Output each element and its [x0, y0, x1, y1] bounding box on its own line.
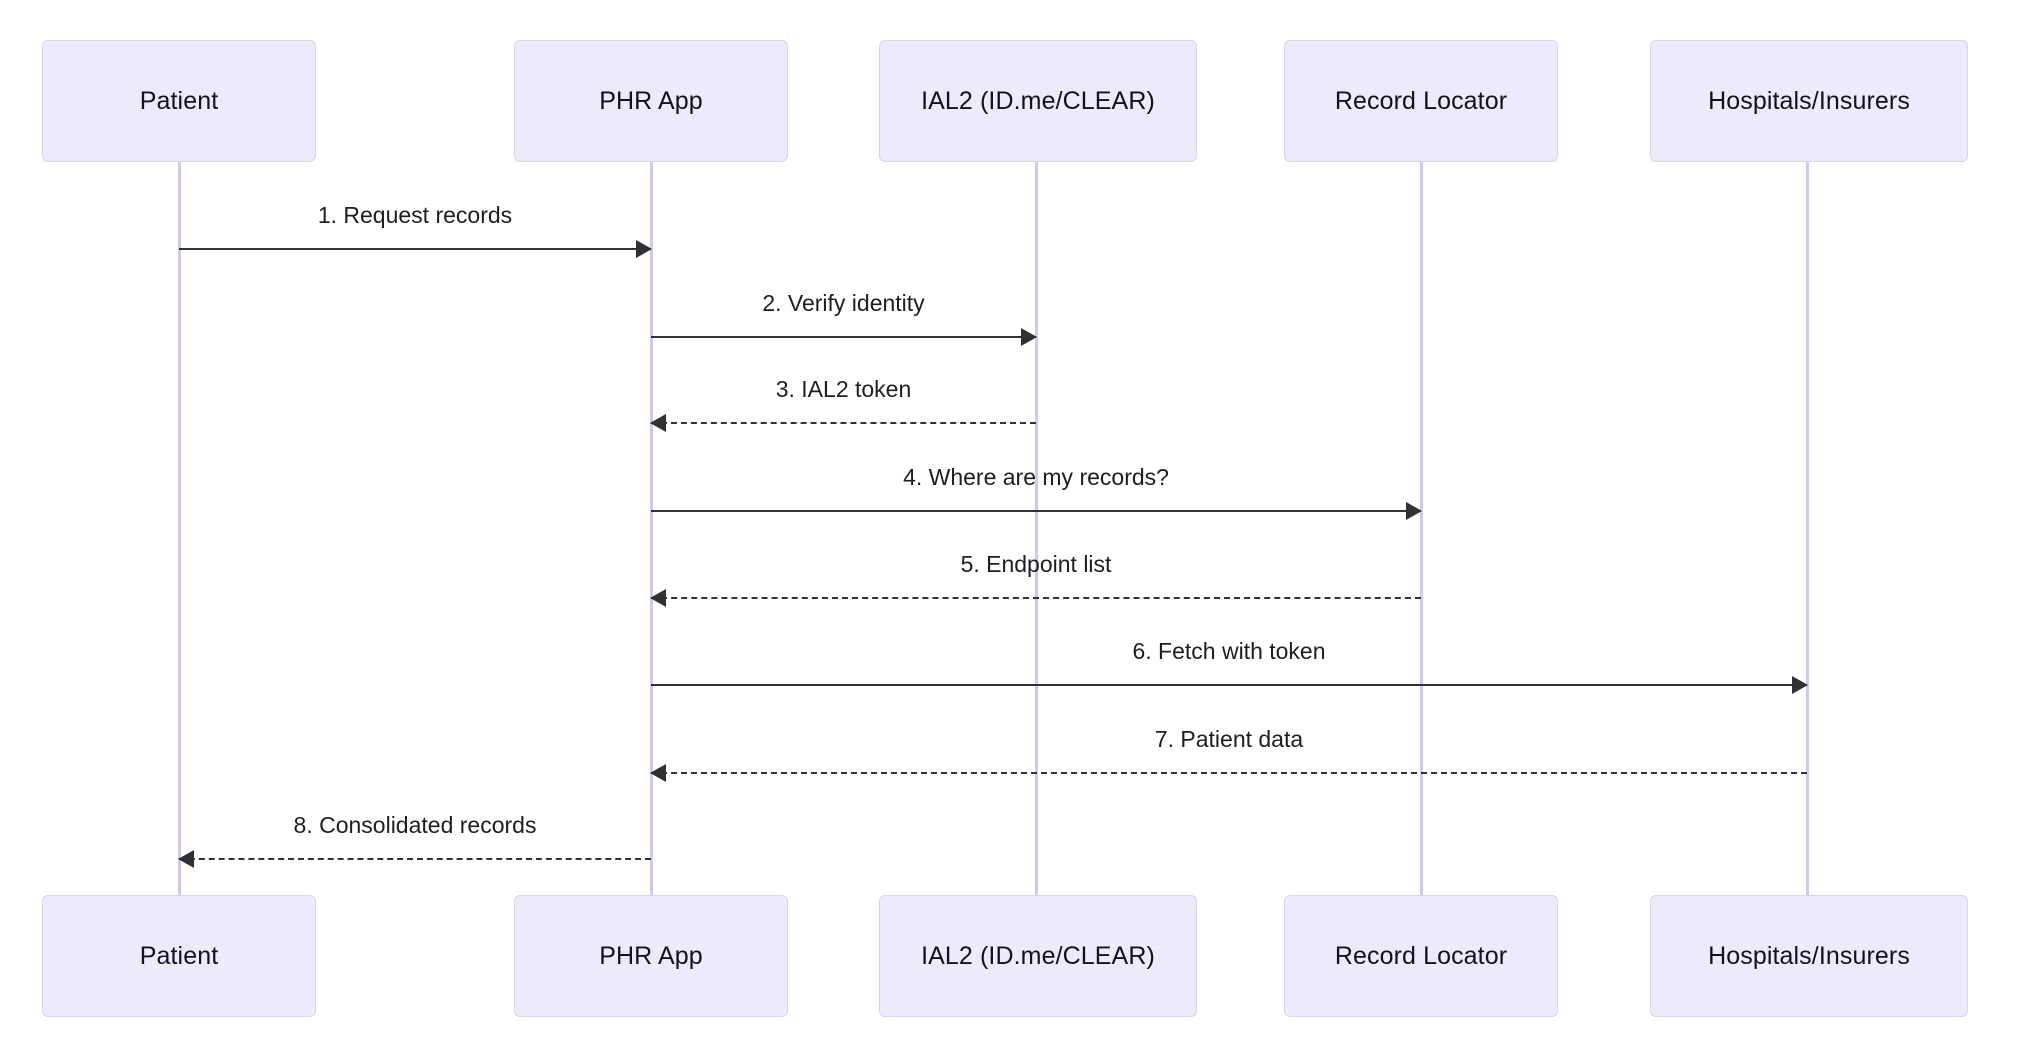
message-label-8: 8. Consolidated records [293, 812, 537, 838]
message-line-6 [651, 684, 1807, 686]
message-line-3 [651, 422, 1036, 424]
arrowhead-right-icon [1792, 675, 1808, 694]
participant-label-phr: PHR App [599, 86, 703, 115]
message-label-2: 2. Verify identity [762, 290, 925, 316]
participant-label-locator: Record Locator [1334, 941, 1508, 970]
lifeline-hospitals [1805, 162, 1809, 895]
message-line-7 [651, 772, 1807, 774]
message-label-5: 5. Endpoint list [960, 551, 1112, 577]
participant-label-locator: Record Locator [1334, 86, 1508, 115]
participant-label-phr: PHR App [599, 941, 703, 970]
arrowhead-left-icon [650, 413, 666, 432]
participant-footer-phr[interactable]: PHR App [514, 895, 788, 1017]
message-label-6: 6. Fetch with token [1132, 638, 1326, 664]
arrowhead-right-icon [1021, 327, 1037, 346]
message-line-1 [179, 248, 651, 250]
message-label-4: 4. Where are my records? [903, 464, 1169, 490]
message-label-7: 7. Patient data [1154, 726, 1304, 752]
message-line-4 [651, 510, 1421, 512]
arrowhead-left-icon [178, 849, 194, 868]
arrowhead-right-icon [636, 239, 652, 258]
lifeline-phr [649, 162, 653, 895]
message-line-5 [651, 597, 1421, 599]
arrowhead-left-icon [650, 588, 666, 607]
lifeline-ial2 [1034, 162, 1038, 895]
participant-header-hospitals[interactable]: Hospitals/Insurers [1650, 40, 1968, 162]
arrowhead-right-icon [1406, 501, 1422, 520]
participant-header-phr[interactable]: PHR App [514, 40, 788, 162]
message-label-3: 3. IAL2 token [775, 376, 912, 402]
lifeline-patient [177, 162, 181, 895]
message-line-2 [651, 336, 1036, 338]
participant-footer-locator[interactable]: Record Locator [1284, 895, 1558, 1017]
participant-label-ial2: IAL2 (ID.me/CLEAR) [921, 941, 1155, 970]
participant-label-patient: Patient [139, 941, 219, 970]
participant-label-hospitals: Hospitals/Insurers [1708, 86, 1910, 115]
participant-header-locator[interactable]: Record Locator [1284, 40, 1558, 162]
participant-label-ial2: IAL2 (ID.me/CLEAR) [921, 86, 1155, 115]
participant-header-ial2[interactable]: IAL2 (ID.me/CLEAR) [879, 40, 1197, 162]
message-line-8 [179, 858, 651, 860]
participant-header-patient[interactable]: Patient [42, 40, 316, 162]
arrowhead-left-icon [650, 763, 666, 782]
participant-label-patient: Patient [139, 86, 219, 115]
participant-footer-ial2[interactable]: IAL2 (ID.me/CLEAR) [879, 895, 1197, 1017]
lifeline-locator [1419, 162, 1423, 895]
participant-footer-patient[interactable]: Patient [42, 895, 316, 1017]
participant-footer-hospitals[interactable]: Hospitals/Insurers [1650, 895, 1968, 1017]
participant-label-hospitals: Hospitals/Insurers [1708, 941, 1910, 970]
message-label-1: 1. Request records [317, 202, 513, 228]
